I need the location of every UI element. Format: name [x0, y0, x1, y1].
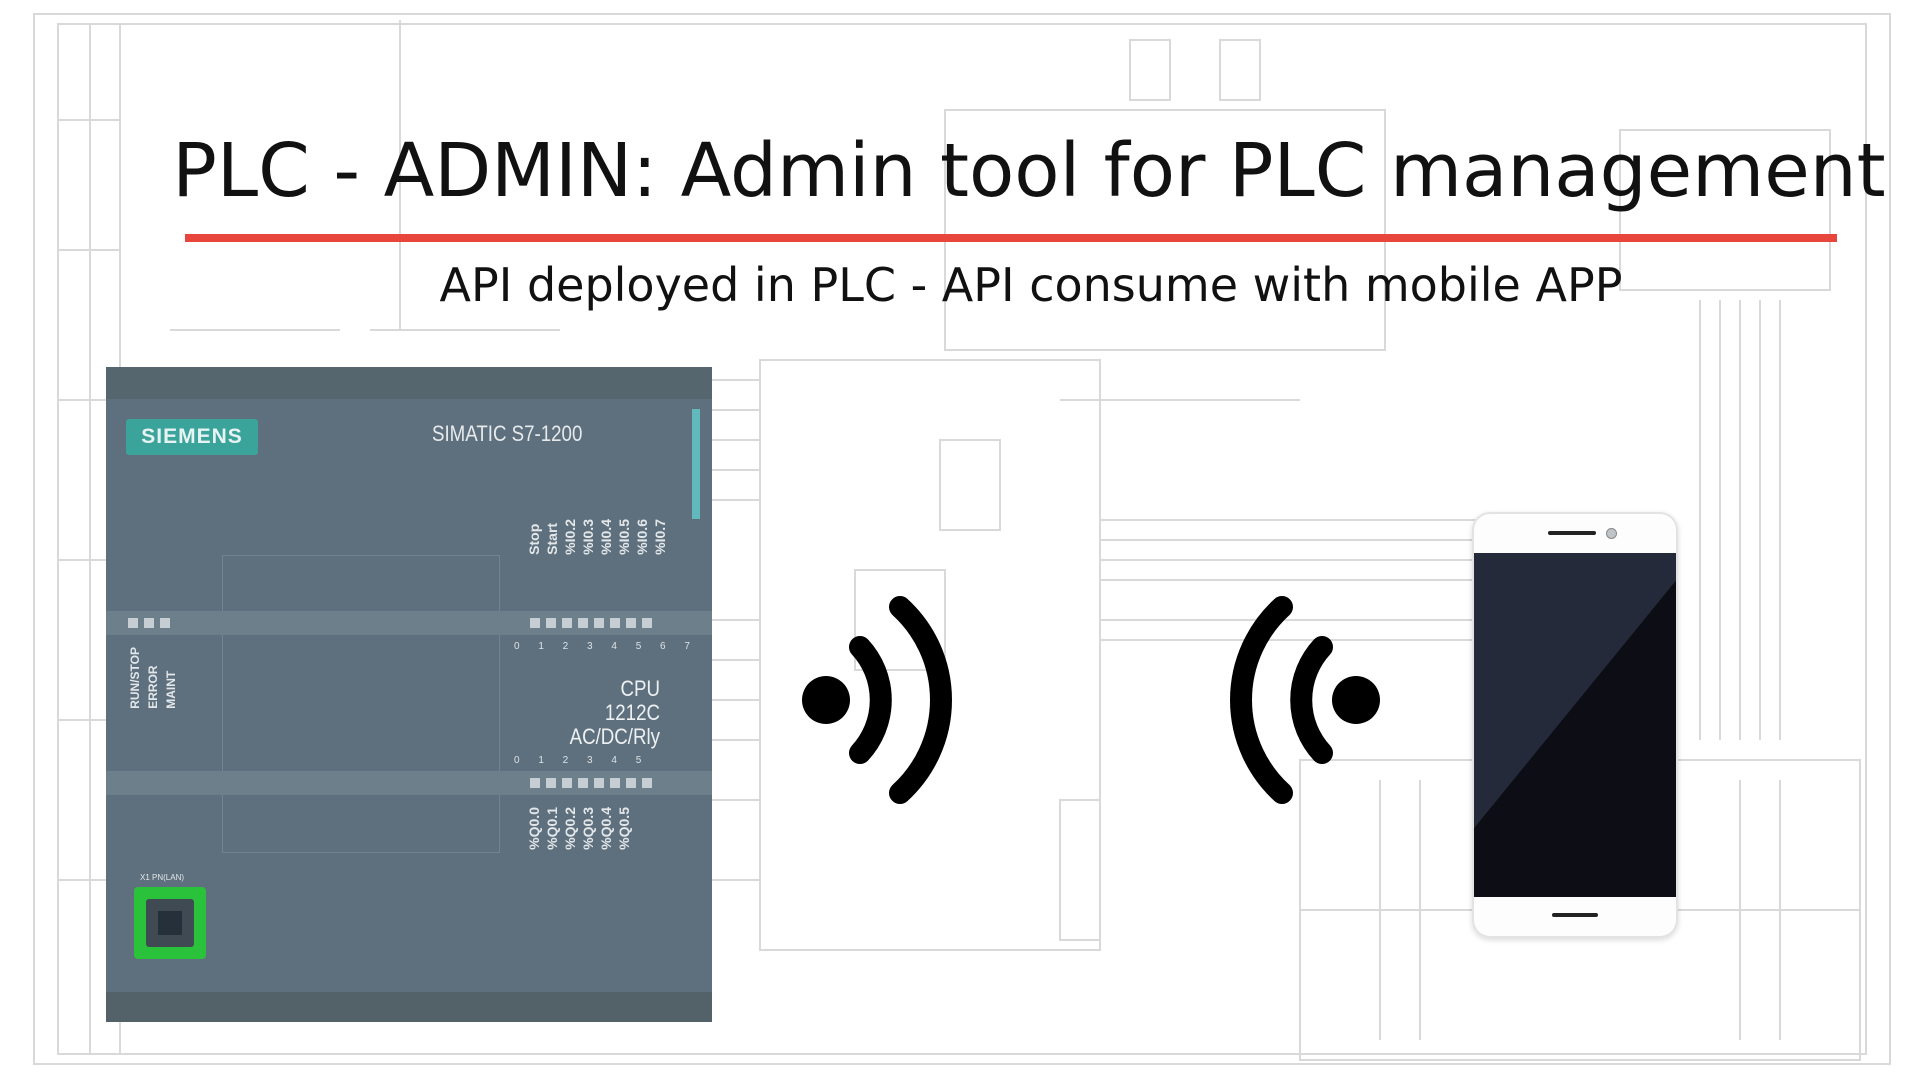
input-numbers: 0 1 2 3 4 5 6 7 — [514, 641, 698, 652]
plc-cover-panel — [222, 555, 500, 853]
port-caption: X1 PN(LAN) — [140, 873, 185, 882]
output-leds — [530, 778, 652, 788]
phone-speaker — [1548, 531, 1596, 535]
cpu-label: CPU 1212C AC/DC/Rly — [563, 677, 660, 749]
phone-home-bar — [1552, 913, 1598, 917]
plc-top-edge — [106, 367, 712, 399]
status-leds — [128, 618, 170, 628]
plc-bottom-edge — [106, 992, 712, 1022]
input-label: %I0.2 — [562, 519, 578, 555]
input-labels: Stop Start %I0.2 %I0.3 %I0.4 %I0.5 %I0.6… — [526, 519, 668, 555]
status-label-maint: MAINT — [164, 670, 178, 709]
output-numbers: 0 1 2 3 4 5 — [514, 755, 650, 766]
output-label: %Q0.4 — [598, 807, 614, 850]
output-labels: %Q0.0 %Q0.1 %Q0.2 %Q0.3 %Q0.4 %Q0.5 — [526, 807, 632, 850]
output-label: %Q0.5 — [616, 807, 632, 850]
smartphone-icon — [1472, 512, 1678, 938]
cpu-model: CPU 1212C — [604, 676, 660, 725]
siemens-logo: SIEMENS — [126, 419, 258, 455]
page-title: PLC - ADMIN: Admin tool for PLC manageme… — [172, 128, 1886, 214]
ethernet-port-icon — [134, 887, 206, 959]
output-label: %Q0.3 — [580, 807, 596, 850]
input-label: %I0.4 — [598, 519, 614, 555]
output-label: %Q0.2 — [562, 807, 578, 850]
plc-indicator-strip — [692, 409, 700, 519]
wireless-signal-right-icon — [802, 596, 952, 804]
output-label: %Q0.1 — [544, 807, 560, 850]
input-label: Start — [544, 522, 560, 555]
input-label: Stop — [526, 523, 542, 555]
phone-camera — [1606, 528, 1617, 539]
input-label: %I0.3 — [580, 519, 596, 555]
plc-module: SIEMENS SIMATIC S7-1200 RUN/STOP ERROR M… — [106, 367, 712, 1022]
cpu-power: AC/DC/Rly — [569, 724, 660, 749]
phone-screen — [1474, 553, 1676, 897]
status-label-error: ERROR — [146, 665, 160, 709]
plc-model-label: SIMATIC S7-1200 — [432, 421, 583, 446]
page-subtitle: API deployed in PLC - API consume with m… — [439, 258, 1623, 312]
input-label: %I0.6 — [634, 519, 650, 555]
title-underline — [185, 234, 1837, 242]
input-leds — [530, 618, 652, 628]
input-label: %I0.7 — [652, 519, 668, 555]
output-label: %Q0.0 — [526, 807, 542, 850]
status-label-run: RUN/STOP — [128, 647, 142, 709]
input-label: %I0.5 — [616, 519, 632, 555]
status-labels: RUN/STOP ERROR MAINT — [128, 647, 178, 709]
wireless-signal-left-icon — [1230, 596, 1380, 804]
